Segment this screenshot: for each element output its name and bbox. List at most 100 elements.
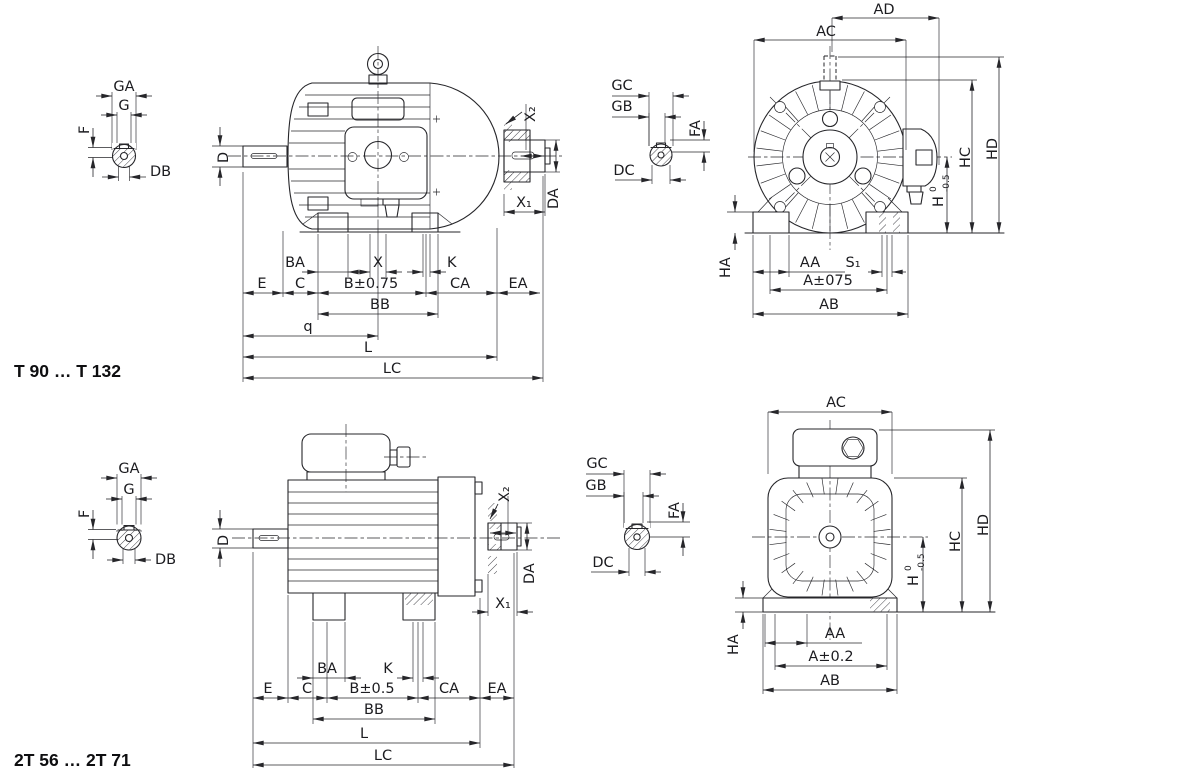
dim-label-l: L (364, 340, 372, 356)
dim-label-q: q (303, 319, 312, 335)
front-view (735, 420, 996, 640)
dim-label-db: DB (155, 552, 176, 568)
svg-text:H: H (906, 575, 922, 586)
fan-fin (869, 114, 892, 130)
dim-label-aa: AA (800, 255, 820, 271)
cooling-ribs (288, 491, 438, 582)
dim-label-dc: DC (613, 163, 634, 179)
svg-text:-0.5: -0.5 (942, 174, 952, 192)
cooling-fins (289, 94, 430, 218)
shaft-end-detail: GA G F DB (77, 79, 171, 181)
fan-fin (769, 528, 787, 532)
dim-label-ea: EA (508, 276, 527, 292)
dim-label-ab: AB (819, 297, 839, 313)
fan-fin (841, 85, 849, 111)
fan-fin (846, 576, 854, 592)
front-view-dimensions: AD AC H 0 -0.5 HC HD HA AA (718, 2, 1004, 318)
dim-label-hd: HD (985, 138, 1001, 160)
dim-label-ha: HA (726, 634, 742, 655)
svg-text:0: 0 (904, 565, 914, 571)
dim-label-gb: GB (585, 478, 606, 494)
fan-fin (864, 500, 879, 512)
base-plate (735, 588, 996, 613)
dim-label-ba: BA (285, 255, 305, 271)
dim-label-c: C (295, 276, 305, 292)
fan-fin (773, 553, 790, 560)
dim-label-f: F (77, 126, 93, 134)
dim-label-da: DA (546, 188, 562, 209)
dim-label-x1: X₁ (495, 596, 511, 612)
fan-fin (806, 482, 814, 498)
dim-label-ba: BA (317, 661, 337, 677)
fan-fin (821, 478, 825, 495)
dim-label-ac: AC (816, 24, 836, 40)
fan-fin (811, 203, 819, 229)
fan-fin (756, 147, 783, 152)
fan-fin (760, 173, 786, 184)
fan-fin (768, 114, 791, 130)
mounting-feet-front (744, 196, 1005, 234)
dim-label-gc: GC (611, 78, 632, 94)
svg-text:-0.5: -0.5 (917, 553, 927, 571)
fan-fin (773, 514, 790, 521)
side-view: D X₂ DA X₁ (212, 424, 560, 621)
fan-fin (873, 542, 891, 546)
front-shaft-section: GC GB FA DC (611, 78, 710, 184)
fan-fin (869, 184, 892, 200)
drawing-top-motor: GA G F DB (14, 2, 1005, 382)
dim-label-d: D (216, 152, 232, 163)
fan-fin (795, 91, 808, 115)
dim-label-ga: GA (113, 79, 134, 95)
dim-label-ea: EA (487, 681, 506, 697)
dim-label-s1: S₁ (845, 255, 860, 271)
dim-label-bb: BB (364, 702, 384, 718)
dim-label-h-tolerance: H 0 -0.5 (929, 174, 952, 207)
dim-label-ab: AB (820, 673, 840, 689)
shaft-end-detail: GA G F DB (77, 461, 176, 568)
dim-label-lc: LC (383, 361, 401, 377)
dim-label-gc: GC (586, 456, 607, 472)
dim-label-g: G (123, 482, 134, 498)
front-view-dimensions: AC H 0 -0.5 HC HD HA AA A±0.2 (726, 395, 995, 694)
fan-fin (811, 85, 819, 111)
fan-fin (821, 579, 825, 596)
side-view: D (212, 46, 562, 233)
fan-fin (806, 576, 814, 592)
fan-fin (874, 173, 900, 184)
dim-label-fa: FA (688, 120, 704, 137)
dim-label-ad: AD (873, 2, 894, 18)
mounting-feet (312, 592, 436, 621)
dim-label-a: A±075 (803, 273, 853, 289)
fan-fin (864, 562, 879, 574)
fan-fin (852, 91, 865, 115)
fan-fin (760, 130, 786, 141)
dim-label-ca: CA (450, 276, 470, 292)
fan-fin (856, 489, 868, 504)
eyebolt-hidden-stud (819, 55, 841, 91)
dim-label-k: K (383, 661, 393, 677)
fan-fin (846, 482, 854, 498)
lifting-eyebolt (366, 52, 390, 85)
body-fins (769, 478, 891, 596)
series-title-bottom: 2T 56 … 2T 71 (14, 750, 131, 770)
fan-fin (870, 553, 887, 560)
dim-label-f: F (77, 510, 93, 518)
terminal-box-side (902, 128, 938, 205)
fan-fin (841, 203, 849, 229)
fan-fin (873, 528, 891, 532)
dim-label-x2: X₂ (523, 106, 539, 122)
fan-fin (877, 162, 904, 167)
dim-label-aa: AA (825, 626, 845, 642)
fan-fin (792, 489, 804, 504)
terminal-box (344, 126, 428, 218)
dim-label-ca: CA (439, 681, 459, 697)
dim-label-x2: X₂ (497, 486, 513, 502)
dim-label-x1: X₁ (516, 195, 532, 211)
dim-label-g: G (118, 98, 129, 114)
dim-label-x: X (373, 255, 383, 271)
fan-fin (874, 130, 900, 141)
fan-fin (768, 184, 791, 200)
side-view-dimensions: BA X K E C B±0.75 CA EA BB q L LC (242, 172, 544, 382)
alignment-plus-marks (433, 115, 440, 196)
dim-label-e: E (257, 276, 266, 292)
